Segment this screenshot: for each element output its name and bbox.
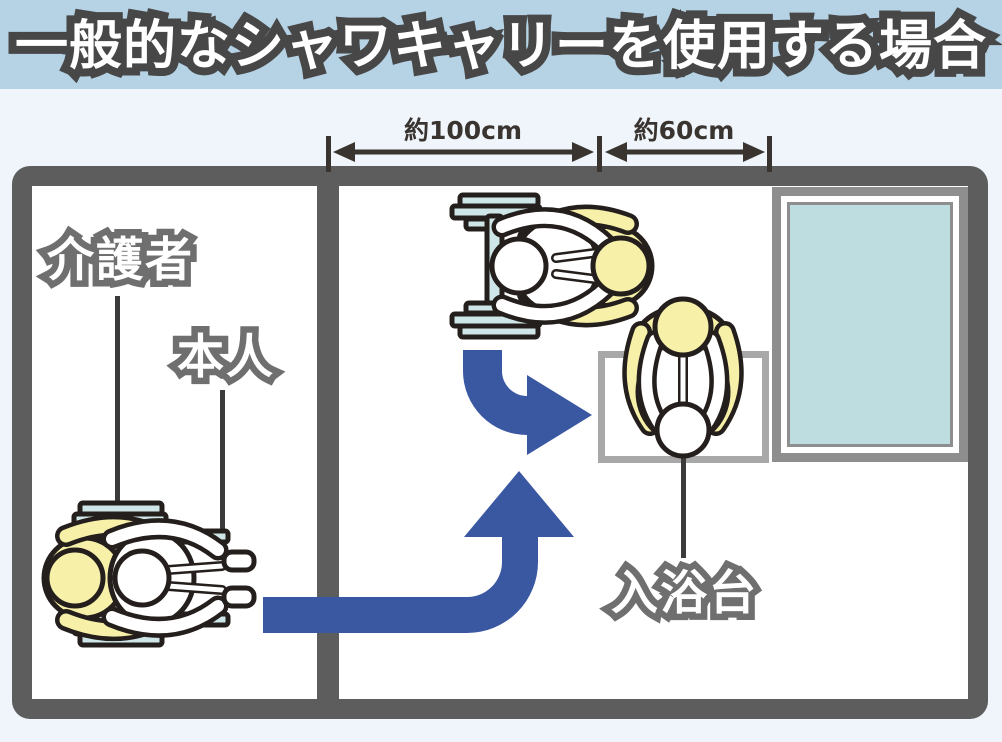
- dimension-arrow-100cm: [333, 142, 594, 162]
- label-bath-platform: 入浴台: [611, 570, 758, 617]
- dimension-ticks: [326, 136, 772, 172]
- caregiver-head-icon: [590, 235, 652, 297]
- figure-person-on-bath-platform: [622, 296, 744, 459]
- bathtub: [772, 187, 968, 462]
- person-head-icon: [654, 401, 712, 459]
- person-head-icon: [489, 236, 549, 296]
- label-person: 本人: [177, 334, 275, 381]
- dimension-arrow-60cm: [605, 142, 765, 162]
- dimension-label-100cm: 約100cm: [403, 116, 523, 145]
- person-limbs-icon: [101, 518, 257, 638]
- person-limbs-icon: [491, 207, 617, 325]
- person-head-icon: [112, 548, 172, 608]
- dimension-label-60cm: 約60cm: [633, 116, 735, 145]
- bathtub-water: [787, 202, 953, 447]
- title-band: 一般的なシャワキャリーを使用する場合: [0, 0, 1002, 89]
- partition-wall: [317, 184, 339, 699]
- caregiver-head-icon: [652, 296, 714, 358]
- label-caregiver: 介護者: [47, 237, 194, 284]
- movement-arrow-to-platform: [463, 350, 592, 455]
- page-title: 一般的なシャワキャリーを使用する場合: [15, 20, 987, 73]
- figure-shower-carry-washroom: [449, 192, 655, 340]
- caregiver-head-icon: [44, 547, 106, 609]
- movement-arrow-turn-up: [263, 471, 574, 633]
- figure-shower-carry-changing-room: [41, 500, 257, 648]
